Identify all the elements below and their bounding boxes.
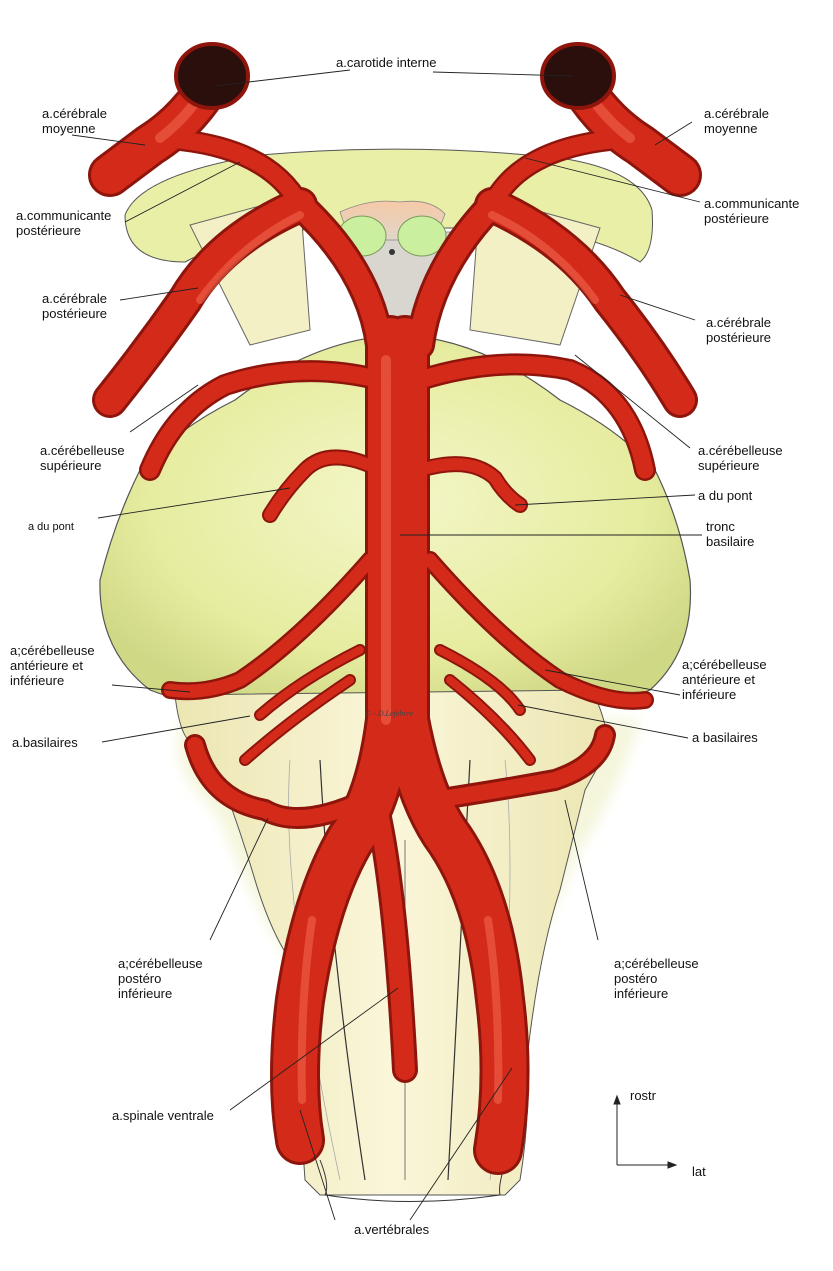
label-cerebrale-posterieure-left: a.cérébrale postérieure [42, 291, 107, 321]
arrow-up-icon [614, 1096, 620, 1104]
label-rostral: rostr [630, 1088, 656, 1103]
label-basilaires-right: a basilaires [692, 730, 758, 745]
label-vertebrales: a.vertébrales [354, 1222, 429, 1237]
carotid-lumen-left [176, 44, 248, 108]
arrow-right-icon [668, 1162, 676, 1168]
label-basilaires-left: a.basilaires [12, 735, 78, 750]
label-cerebelleuse-postero-inferieure-right: a;cérébelleuse postéro inférieure [614, 956, 699, 1001]
label-carotide-interne: a.carotide interne [336, 55, 436, 70]
label-communicante-posterieure-left: a.communicante postérieure [16, 208, 111, 238]
label-cerebelleuse-superieure-left: a.cérébelleuse supérieure [40, 443, 125, 473]
label-cerebrale-moyenne-right: a.cérébrale moyenne [704, 106, 769, 136]
label-lateral: lat [692, 1164, 706, 1179]
label-cerebelleuse-anterieure-inferieure-left: a;cérébelleuse antérieure et inférieure [10, 643, 95, 688]
copyright-signature: © - D.Lefebvre [365, 709, 413, 718]
label-cerebelleuse-anterieure-inferieure-right: a;cérébelleuse antérieure et inférieure [682, 657, 767, 702]
label-artere-du-pont-left: a du pont [28, 520, 74, 535]
label-communicante-posterieure-right: a.communicante postérieure [704, 196, 799, 226]
label-cerebrale-posterieure-right: a.cérébrale postérieure [706, 315, 771, 345]
label-artere-du-pont-right: a du pont [698, 488, 752, 503]
label-cerebrale-moyenne-left: a.cérébrale moyenne [42, 106, 107, 136]
label-cerebelleuse-superieure-right: a.cérébelleuse supérieure [698, 443, 783, 473]
label-cerebelleuse-postero-inferieure-left: a;cérébelleuse postéro inférieure [118, 956, 203, 1001]
label-tronc-basilaire: tronc basilaire [706, 519, 754, 549]
label-spinale-ventrale: a.spinale ventrale [112, 1108, 214, 1123]
orientation-arrows [614, 1096, 676, 1168]
carotid-lumen-right [542, 44, 614, 108]
